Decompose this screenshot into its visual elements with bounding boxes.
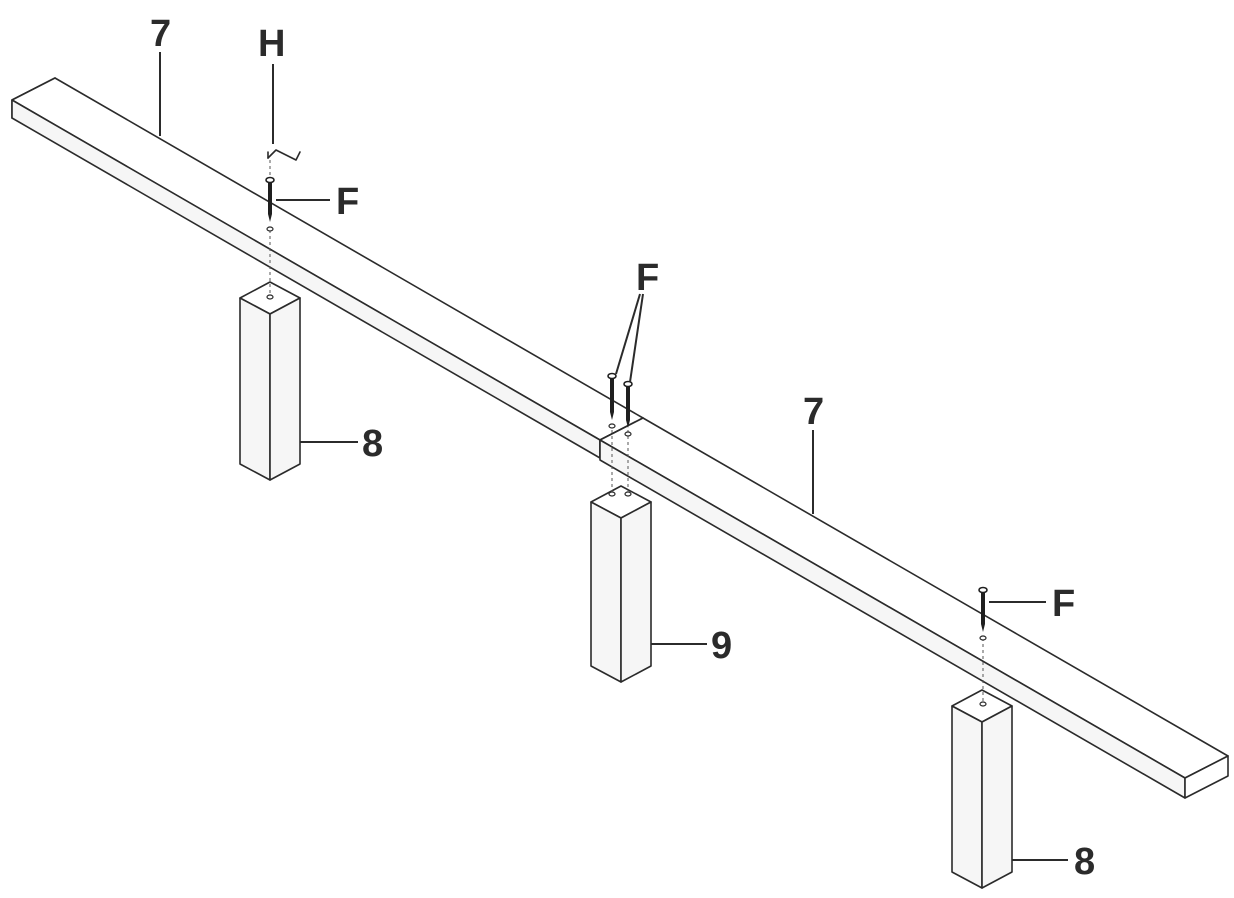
post-right [951,689,1013,889]
leader-screw-middle-b [629,293,644,383]
beam-right [599,417,1229,799]
label-beam-left: 7 [150,13,171,55]
screw-right [978,586,988,641]
label-beam-right: 7 [803,391,824,433]
screw-left [265,176,275,232]
label-bracket: H [258,23,285,65]
beam-left [11,77,644,459]
label-post-middle: 9 [711,625,732,667]
post-left [239,281,301,481]
post-middle [590,485,652,683]
label-post-left: 8 [362,423,383,465]
bracket-hook [267,149,301,161]
label-screw-middle: F [636,257,659,299]
label-screw-left: F [336,181,359,223]
leader-screw-middle-a [615,293,641,375]
label-screw-right: F [1052,583,1075,625]
screw-middle-b [623,380,633,437]
label-post-right: 8 [1074,841,1095,883]
screw-middle-a [607,372,617,429]
